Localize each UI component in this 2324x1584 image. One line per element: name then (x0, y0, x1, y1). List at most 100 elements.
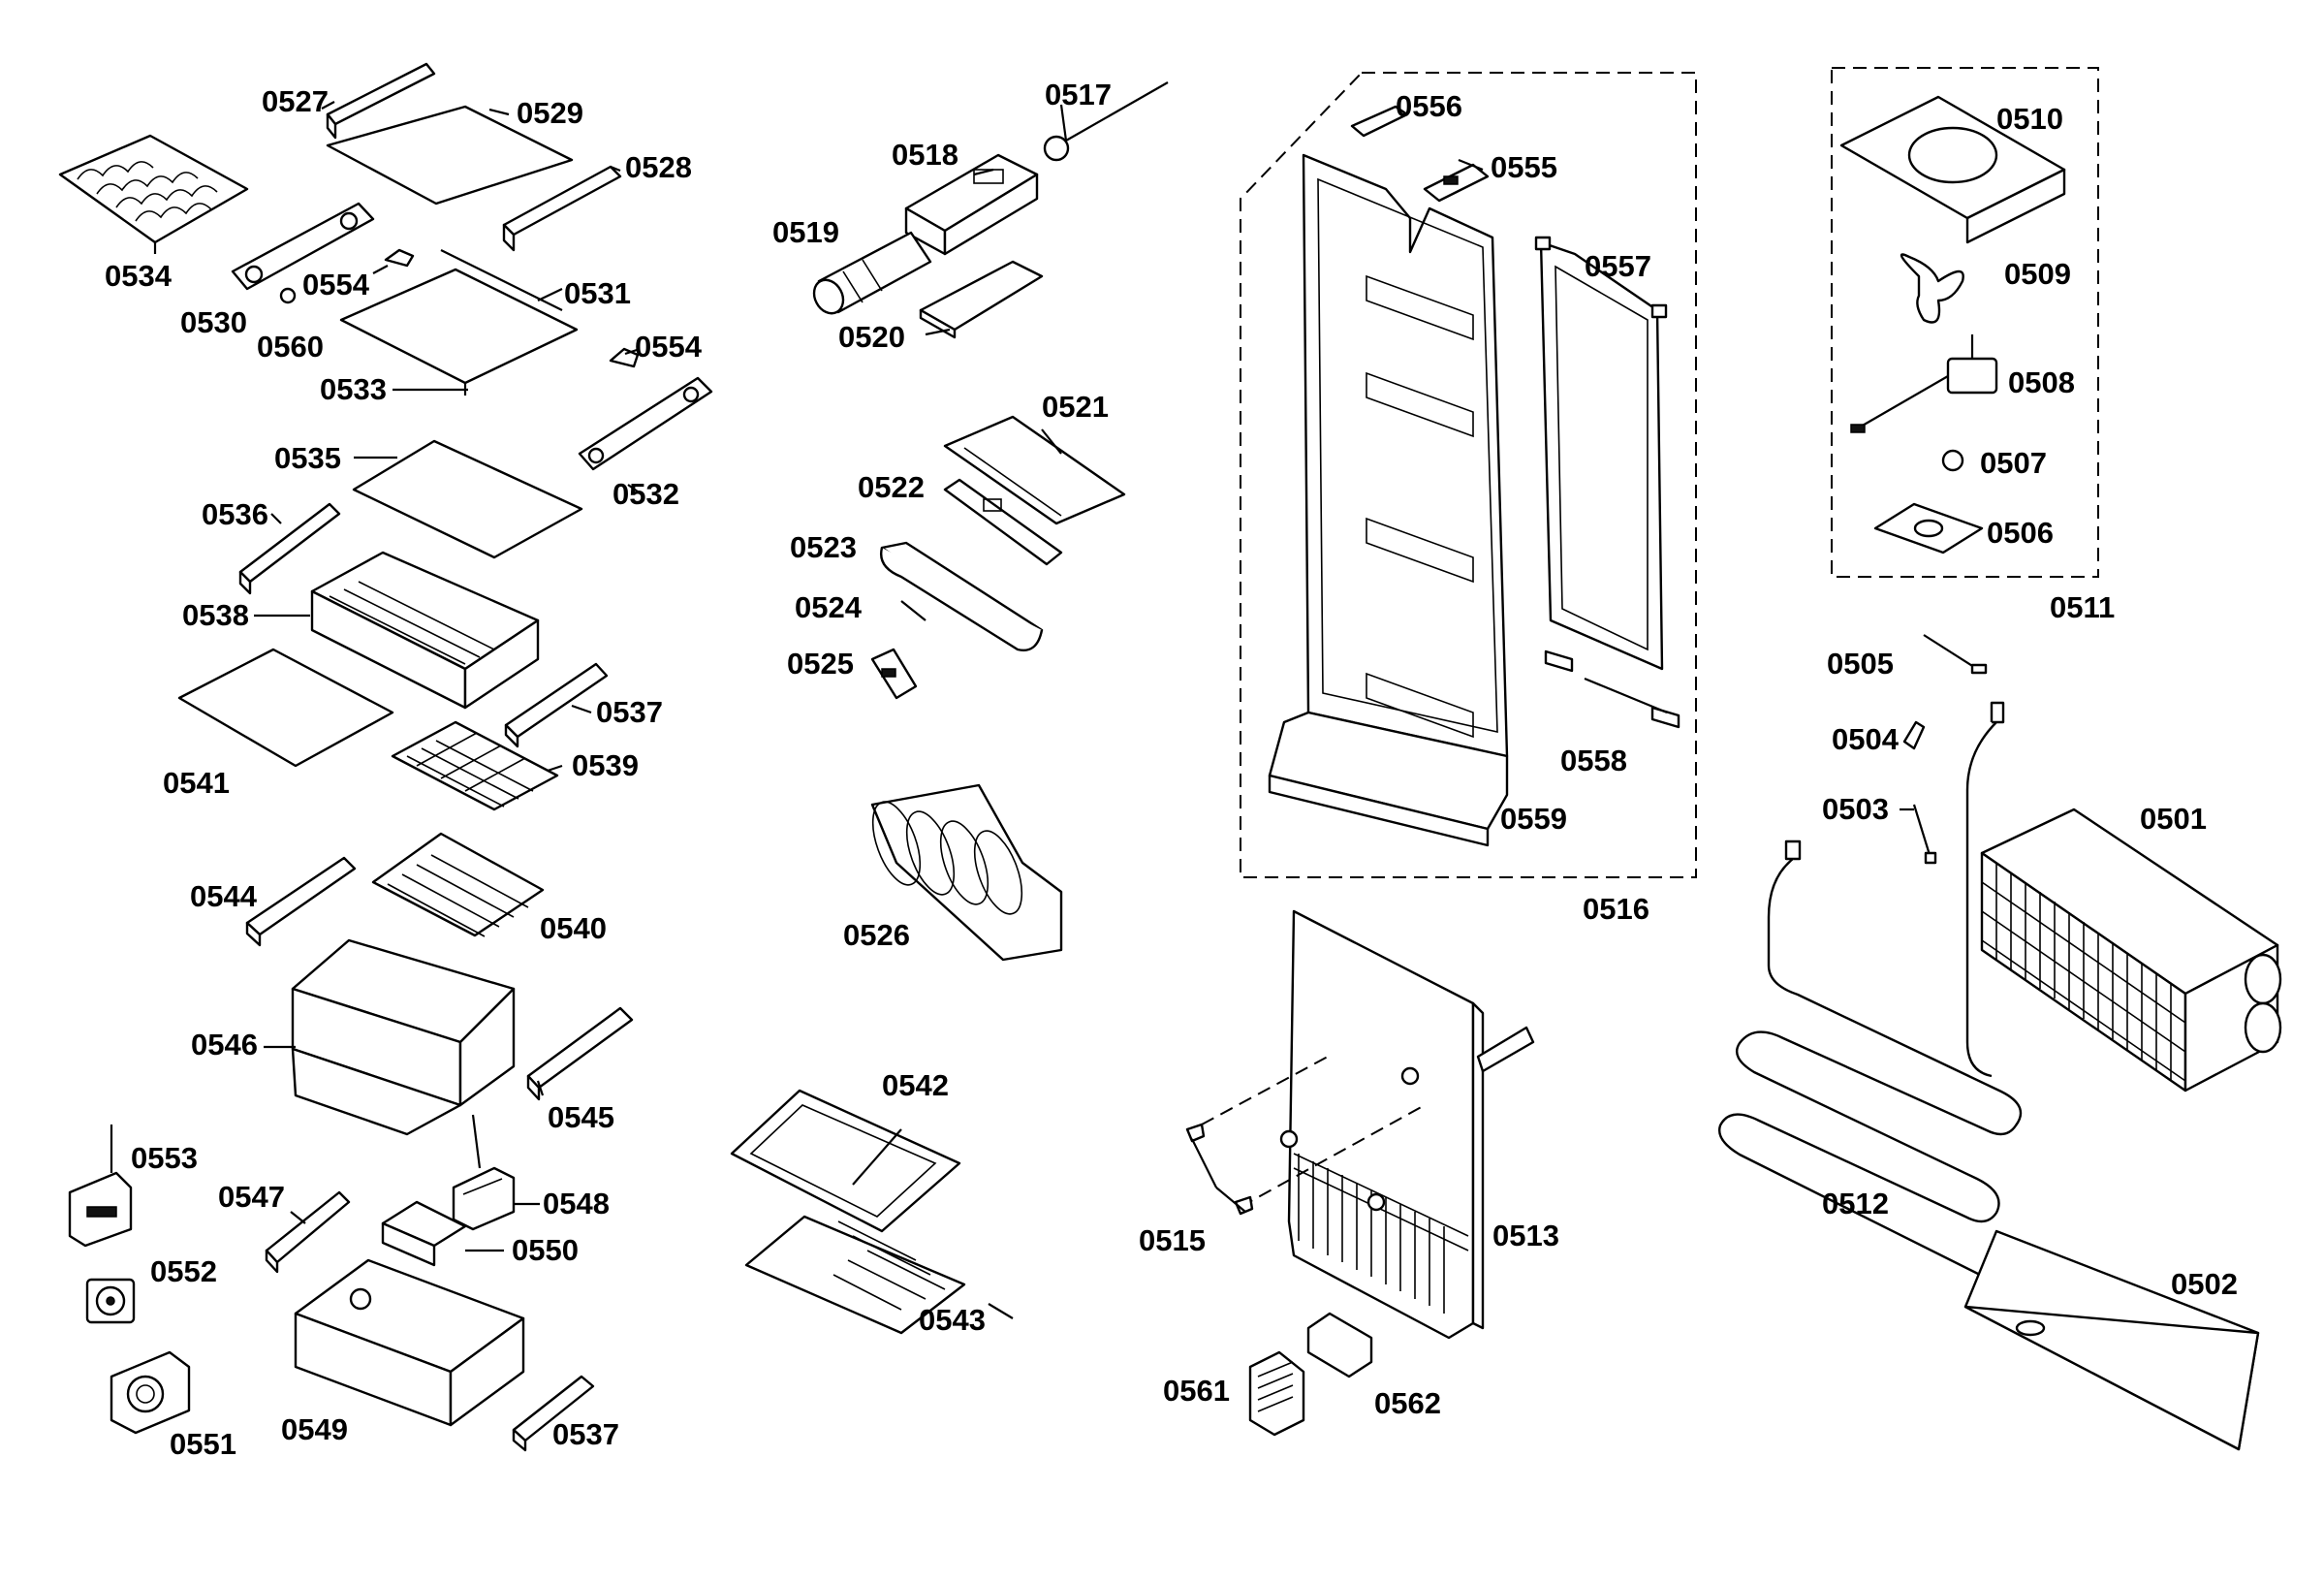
part-0551-fan-housing (110, 1350, 191, 1435)
label-0528: 0528 (625, 150, 692, 184)
label-0519: 0519 (772, 215, 839, 249)
label-0535: 0535 (274, 441, 341, 475)
label-0549: 0549 (281, 1412, 348, 1446)
middle-column-parts (730, 81, 1169, 1335)
part-0503-thermal-fuse (1912, 804, 1937, 865)
label-0525: 0525 (787, 647, 854, 681)
part-0550-ice-bin-cover (381, 1200, 467, 1267)
part-0517-auger-motor (1043, 81, 1169, 162)
label-0554: 0554 (302, 268, 370, 301)
label-0506: 0506 (1987, 516, 2054, 550)
label-0558: 0558 (1560, 744, 1627, 777)
label-0523: 0523 (790, 530, 857, 564)
label-0546: 0546 (191, 1028, 258, 1061)
part-0540-grille (371, 832, 545, 937)
label-0521: 0521 (1042, 390, 1109, 424)
part-0505-sensor (1923, 634, 1988, 675)
part-0560-button (279, 287, 297, 304)
part-0523-drip-tray (880, 541, 1044, 651)
part-0521-cover-plate (943, 415, 1126, 525)
part-0534-egg-tray (58, 134, 249, 254)
label-0551: 0551 (170, 1427, 236, 1461)
label-0527: 0527 (262, 84, 329, 118)
label-0547: 0547 (218, 1180, 285, 1214)
part-0542-glass-shelf (730, 1089, 961, 1233)
label-0510: 0510 (1996, 102, 2063, 136)
part-0554-clip-lower (609, 347, 640, 368)
label-0501: 0501 (2140, 802, 2207, 836)
part-0507-nut (1941, 449, 1964, 472)
part-0528-shelf-rail (502, 165, 622, 252)
group-0516-door-assembly (1240, 72, 1697, 878)
part-0541-drawer-liner (177, 648, 394, 768)
part-0561-filter-housing (1248, 1350, 1305, 1437)
label-0550: 0550 (512, 1233, 579, 1267)
label-0512: 0512 (1822, 1187, 1889, 1220)
label-0537-upper: 0537 (596, 695, 663, 729)
label-0509: 0509 (2004, 257, 2071, 291)
label-0561: 0561 (1163, 1374, 1230, 1408)
label-0505: 0505 (1827, 647, 1894, 681)
label-0557: 0557 (1585, 249, 1651, 283)
part-0513-evaporator-cover (1201, 909, 1535, 1340)
part-0554-clip-upper (384, 248, 415, 268)
label-0543: 0543 (919, 1303, 986, 1337)
label-0536: 0536 (202, 497, 268, 531)
part-0543-wire-shelf (744, 1215, 966, 1335)
part-0558-insulation-strips (1544, 649, 1680, 729)
label-0541: 0541 (163, 766, 230, 800)
label-0511: 0511 (2050, 590, 2115, 624)
label-0554b: 0554 (635, 330, 703, 364)
label-0502: 0502 (2171, 1267, 2238, 1301)
label-0533: 0533 (320, 372, 387, 406)
part-0515-screws (1185, 1123, 1254, 1216)
part-0526-ice-mold (870, 783, 1063, 962)
part-0502-drain-pan (1963, 1229, 2260, 1451)
label-0540: 0540 (540, 911, 607, 945)
label-0504: 0504 (1832, 722, 1900, 756)
label-0515: 0515 (1139, 1223, 1206, 1257)
part-0539-humidity-grille (391, 720, 559, 811)
label-0508: 0508 (2008, 365, 2075, 399)
part-0559-door-liner (1268, 153, 1509, 847)
part-0555-hinge (1423, 163, 1490, 203)
label-0532: 0532 (612, 477, 679, 511)
part-0548-damper (452, 1114, 516, 1231)
label-0530: 0530 (180, 305, 247, 339)
part-0519-auger-tube (812, 231, 932, 315)
part-labels: 0527 0529 0528 0534 0554 0531 0530 0560 … (105, 78, 2238, 1461)
part-0504-clip (1902, 720, 1926, 750)
part-0524-pin (900, 600, 926, 621)
label-0531: 0531 (564, 276, 631, 310)
label-0503: 0503 (1822, 792, 1889, 826)
part-0535-crisper-cover (352, 439, 583, 559)
label-0555: 0555 (1491, 150, 1557, 184)
label-0520: 0520 (838, 320, 905, 354)
part-0547-drawer-slide (265, 1190, 351, 1274)
part-0512-defrost-heater (1718, 840, 2023, 1301)
part-0510-fan-shroud (1839, 95, 2066, 244)
part-0549-ice-bin (294, 1258, 525, 1427)
left-column-parts (58, 62, 713, 1452)
label-0559: 0559 (1500, 802, 1567, 836)
part-0537-drawer-slide-lower (512, 1375, 595, 1452)
part-0536-drawer-slide (238, 502, 341, 595)
leader-lines (254, 101, 1914, 1319)
label-0545: 0545 (548, 1100, 614, 1134)
label-0548: 0548 (543, 1187, 610, 1220)
part-0518-dispenser-housing (904, 153, 1039, 256)
group-0511-fan-assembly (1831, 67, 2099, 578)
part-0546-storage-bin (291, 938, 516, 1136)
part-0557-door-gasket-frame (1534, 236, 1668, 671)
label-0544: 0544 (190, 879, 258, 913)
label-0556: 0556 (1396, 89, 1462, 123)
part-0527-shelf-rail (326, 62, 436, 140)
part-0501-evaporator (1965, 701, 2282, 1093)
label-0537-lower: 0537 (552, 1417, 619, 1451)
part-0529-glass-shelf (326, 105, 574, 206)
label-0534: 0534 (105, 259, 173, 293)
label-0522: 0522 (858, 470, 925, 504)
part-0538-crisper-drawer (310, 551, 540, 710)
label-0529: 0529 (517, 96, 583, 130)
